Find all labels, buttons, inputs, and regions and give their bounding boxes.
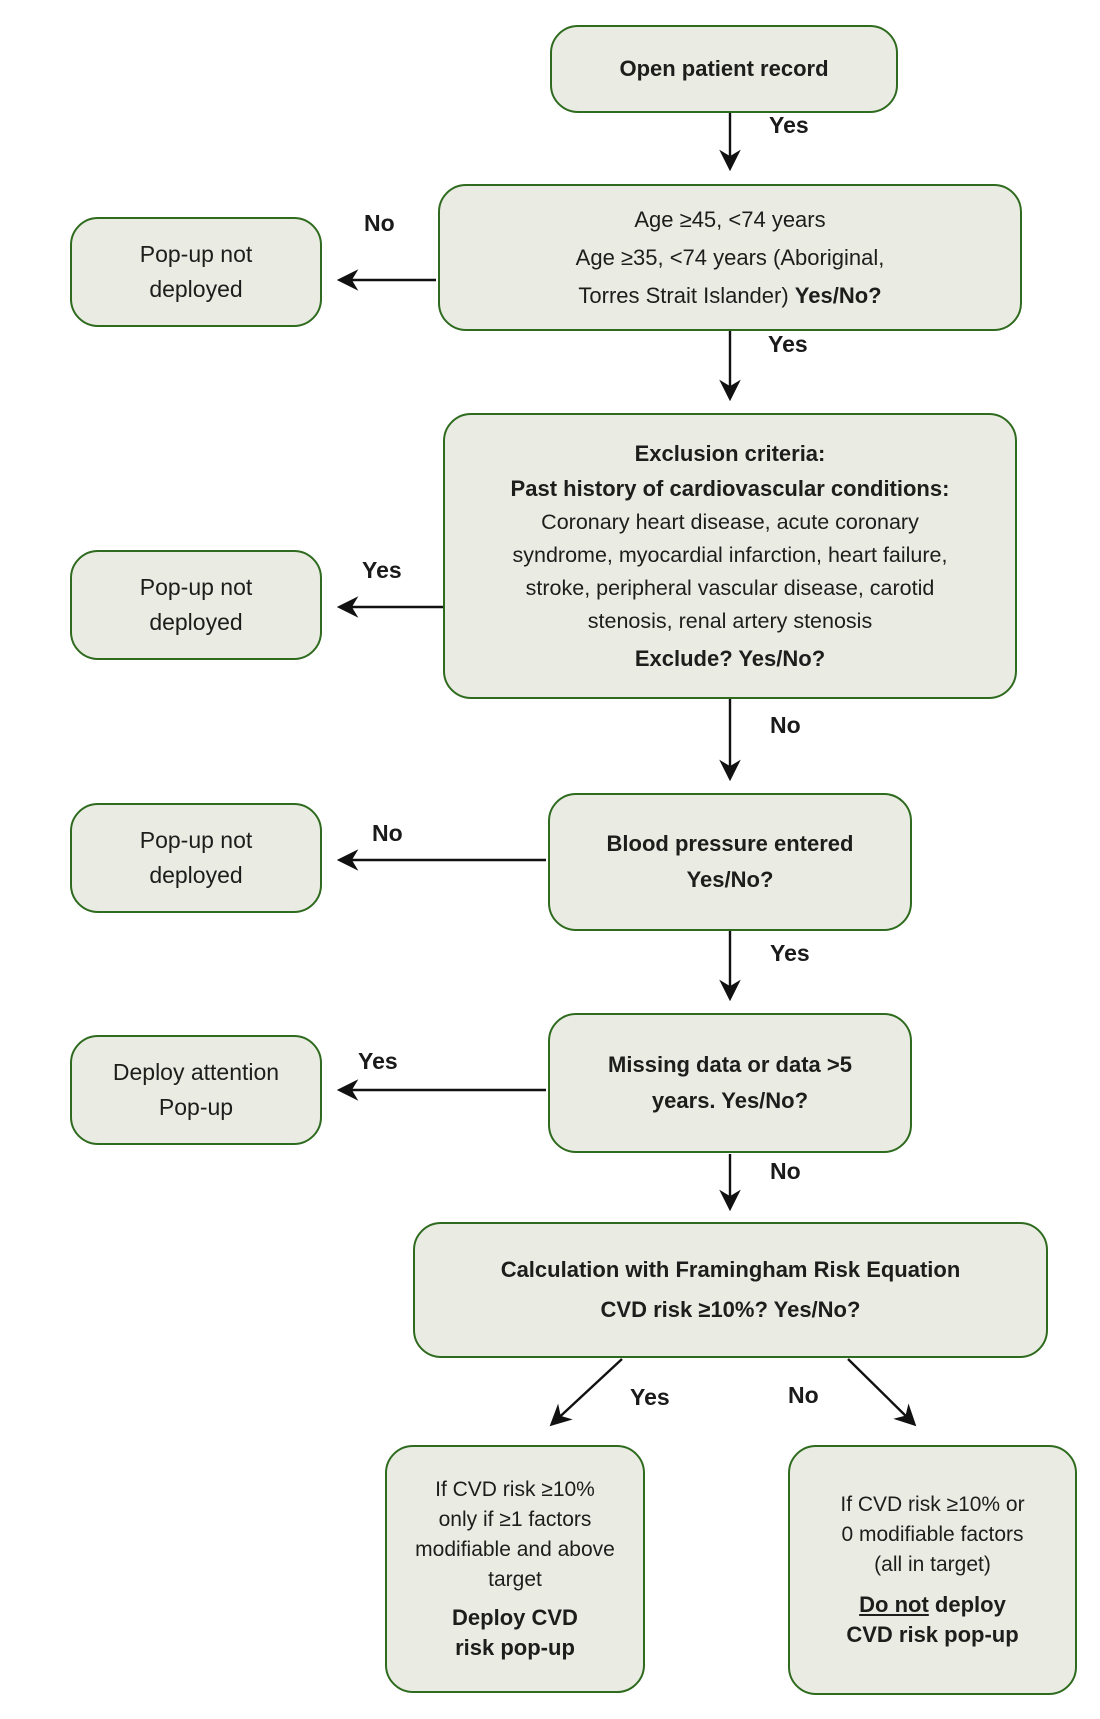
node-open-patient-record-text: Open patient record — [619, 56, 829, 81]
yes-branch-action-line-1: Deploy CVD — [452, 1605, 578, 1630]
no-branch-do-not-underlined: Do not — [859, 1592, 929, 1617]
exclusion-title-2: Past history of cardiovascular condition… — [510, 476, 950, 501]
node-do-not-deploy-cvd-risk-popup: If CVD risk ≥10% or 0 modifiable factors… — [788, 1445, 1077, 1695]
node-missing-data: Missing data or data >5 years. Yes/No? — [548, 1013, 912, 1153]
node-age-question: Age ≥45, <74 years Age ≥35, <74 years (A… — [438, 184, 1022, 331]
age-line-2: Age ≥35, <74 years (Aboriginal, — [575, 244, 885, 270]
blood-pressure-line-2: Yes/No? — [686, 867, 774, 892]
node-popup-not-deployed-1: Pop-up not deployed — [70, 217, 322, 327]
no-branch-deploy-rest: deploy — [928, 1592, 1006, 1617]
exclusion-title-1: Exclusion criteria: — [634, 441, 826, 466]
edge-label-yes-age: Yes — [768, 331, 808, 357]
age-line-3-regular: Torres Strait Islander) — [578, 282, 795, 308]
node-open-patient-record: Open patient record — [550, 25, 898, 113]
edge-label-yes-missing-data: Yes — [358, 1048, 398, 1074]
age-line-3-question: Yes/No? — [794, 282, 882, 308]
no-branch-body-line-2: 0 modifiable factors — [841, 1523, 1024, 1546]
node-exclusion-criteria: Exclusion criteria: Past history of card… — [443, 413, 1017, 699]
node-popup-not-deployed-3: Pop-up not deployed — [70, 803, 322, 913]
deploy-attention-line-1: Deploy attention — [112, 1059, 280, 1085]
yes-branch-action-line-2: risk pop-up — [455, 1635, 575, 1660]
no-branch-body-line-3: (all in target) — [874, 1553, 991, 1576]
yes-branch-body-line-3: modifiable and above — [415, 1538, 615, 1561]
arrow-framingham-no-branch — [847, 1358, 917, 1427]
node-popup-not-deployed-2: Pop-up not deployed — [70, 550, 322, 660]
exclusion-question: Exclude? Yes/No? — [634, 646, 826, 671]
popup-not-deployed-1-line-1: Pop-up not — [139, 241, 253, 267]
node-framingham-calculation: Calculation with Framingham Risk Equatio… — [413, 1222, 1048, 1358]
yes-branch-body-line-4: target — [488, 1568, 542, 1591]
deploy-attention-line-2: Pop-up — [158, 1094, 234, 1120]
framingham-line-1: Calculation with Framingham Risk Equatio… — [500, 1257, 961, 1282]
no-branch-body-line-1: If CVD risk ≥10% or — [840, 1493, 1025, 1516]
exclusion-body-line-3: stroke, peripheral vascular disease, car… — [525, 576, 935, 600]
yes-branch-body-line-1: If CVD risk ≥10% — [435, 1478, 595, 1501]
edge-label-no-framingham: No — [788, 1382, 819, 1408]
edge-label-yes-open-record: Yes — [769, 112, 809, 138]
node-deploy-attention-popup: Deploy attention Pop-up — [70, 1035, 322, 1145]
missing-data-line-1: Missing data or data >5 — [608, 1052, 852, 1077]
popup-not-deployed-2-line-1: Pop-up not — [139, 574, 253, 600]
edge-label-no-blood-pressure: No — [372, 820, 403, 846]
popup-not-deployed-2-line-2: deployed — [149, 609, 243, 635]
no-branch-action-line-1: Do not deploy — [859, 1590, 1006, 1620]
exclusion-body-line-2: syndrome, myocardial infarction, heart f… — [512, 543, 948, 567]
edge-label-no-age: No — [364, 210, 395, 236]
popup-not-deployed-3-line-2: deployed — [149, 862, 243, 888]
age-line-3: Torres Strait Islander) Yes/No? — [578, 277, 881, 315]
arrow-framingham-yes-branch — [549, 1358, 623, 1427]
edge-label-no-missing-data: No — [770, 1158, 801, 1184]
popup-not-deployed-1-line-2: deployed — [149, 276, 243, 302]
popup-not-deployed-3-line-1: Pop-up not — [139, 827, 253, 853]
missing-data-line-2: years. Yes/No? — [651, 1088, 809, 1113]
no-branch-action-line-2: CVD risk pop-up — [846, 1622, 1019, 1647]
edge-label-yes-blood-pressure: Yes — [770, 940, 810, 966]
age-line-1: Age ≥45, <74 years — [634, 206, 826, 232]
edge-label-yes-exclusion: Yes — [362, 557, 402, 583]
node-deploy-cvd-risk-popup: If CVD risk ≥10% only if ≥1 factors modi… — [385, 1445, 645, 1693]
exclusion-body-line-1: Coronary heart disease, acute coronary — [541, 510, 919, 534]
framingham-line-2: CVD risk ≥10%? Yes/No? — [600, 1297, 861, 1322]
blood-pressure-line-1: Blood pressure entered — [606, 831, 854, 856]
node-blood-pressure: Blood pressure entered Yes/No? — [548, 793, 912, 931]
yes-branch-body-line-2: only if ≥1 factors — [438, 1508, 592, 1531]
edge-label-yes-framingham: Yes — [630, 1384, 670, 1410]
exclusion-body-line-4: stenosis, renal artery stenosis — [587, 609, 873, 633]
edge-label-no-exclusion: No — [770, 712, 801, 738]
